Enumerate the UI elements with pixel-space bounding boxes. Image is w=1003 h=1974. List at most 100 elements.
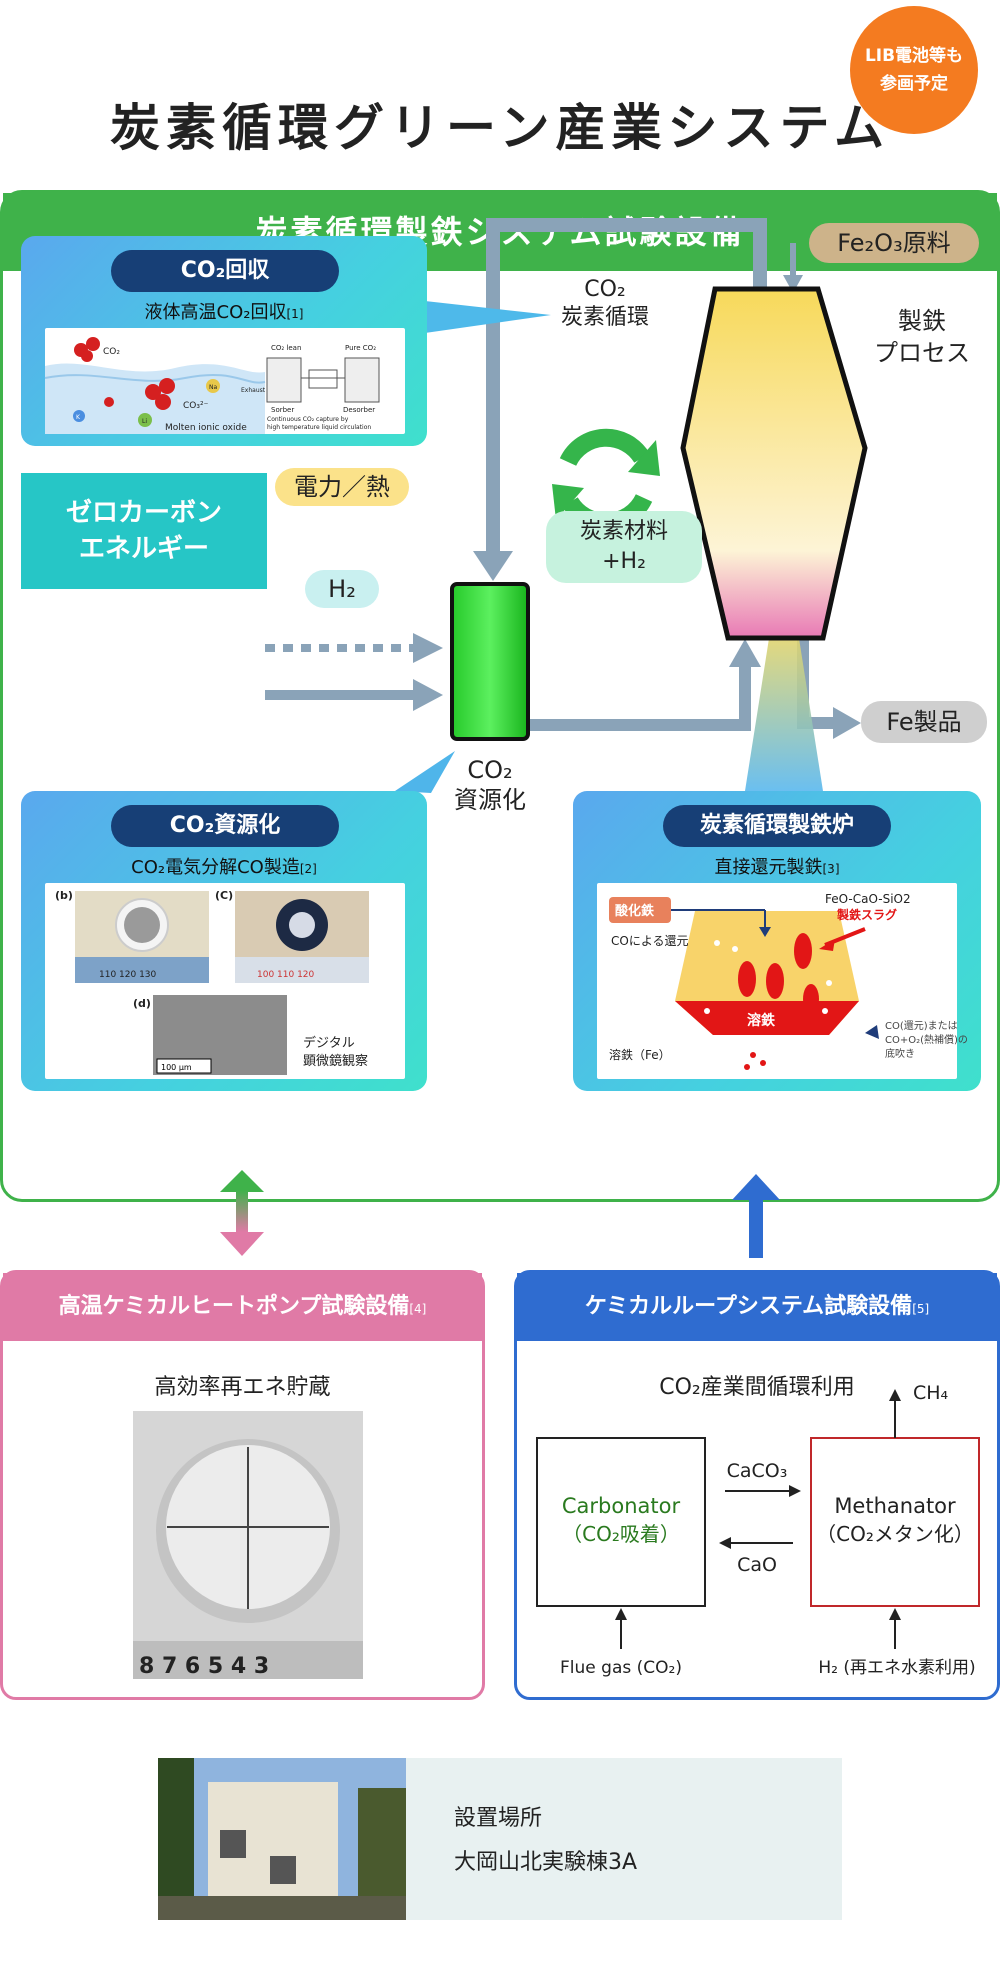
bottom-blow-line1: CO(還元)または [885, 1020, 958, 1032]
ironmaking-process-label: 製鉄 プロセス [867, 305, 977, 369]
chemical-loop-diagram: Carbonator （CO₂吸着） Methanator （CO₂メタン化） … [536, 1382, 980, 1678]
photo-d-label: (d) [133, 997, 151, 1010]
k-ion-label: K [76, 414, 81, 421]
molten-oxide-figure: CO₂ CO₃²⁻ Na Li K CO₂ lean Pure CO₂ Exha… [44, 337, 380, 434]
heat-pump-link-arrow [220, 1170, 264, 1256]
heat-pump-header: 高温ケミカルヒートポンプ試験設備 [58, 1294, 410, 1319]
ironmaking-line2: プロセス [874, 339, 970, 367]
co2-capture-subtitle: 液体高温CO₂回収 [144, 302, 287, 323]
co2-lean-label: CO₂ lean [271, 344, 301, 352]
co2-resource-line2: 資源化 [454, 786, 526, 814]
h2-input-label: H₂ (再エネ水素利用) [818, 1658, 975, 1678]
building-figure [158, 1758, 406, 1920]
zero-carbon-line1: ゼロカーボン [65, 498, 222, 528]
na-ion-label: Na [209, 384, 217, 391]
chemical-loop-box: ケミカルループシステム試験設備[5] CO₂産業間循環利用 Carbonator… [514, 1270, 1000, 1700]
methanator-sublabel: （CO₂メタン化） [816, 1522, 974, 1546]
methanator-label: Methanator [834, 1494, 956, 1518]
smelting-furnace-ref: [3] [822, 862, 840, 876]
co2-reactor [450, 582, 530, 741]
zero-carbon-line2: エネルギー [78, 534, 209, 564]
co2-resource-line1: CO₂ [467, 756, 513, 784]
ironmaking-line1: 製鉄 [898, 307, 946, 335]
co2-cycle-line1: CO₂ [584, 277, 626, 302]
cao-label: CaO [737, 1554, 777, 1576]
molten-iron-fe-label: 溶鉄（Fe） [609, 1047, 671, 1062]
co2-resource-label: CO₂ 資源化 [433, 755, 547, 815]
carbonator-label: Carbonator [562, 1494, 681, 1518]
heat-storage-sample-photo: 8 7 6 5 4 3 [133, 1411, 363, 1679]
main-system-box: 炭素循環製鉄システム試験設備 [0, 190, 1000, 1202]
electrolysis-sample-photos: 110 120 130 100 110 120 100 µm (b) (C) (… [45, 883, 405, 1079]
photo-c-label: (C) [215, 889, 233, 902]
recycle-arrows-icon [552, 428, 660, 532]
carbon-material-line2: +H₂ [602, 549, 646, 574]
heat-pump-ref: [4] [409, 1302, 427, 1316]
direct-reduction-figure: 酸化鉄 COによる還元 FeO-CaO-SiO2 製鉄スラグ 溶鉄 溶鉄（Fe）… [609, 892, 968, 1070]
iron-oxide-label: 酸化鉄 [615, 903, 654, 919]
direct-reduction-illustration: 酸化鉄 COによる還元 FeO-CaO-SiO2 製鉄スラグ 溶鉄 溶鉄（Fe）… [597, 883, 968, 1079]
scale-b-label: 110 120 130 [99, 970, 157, 980]
li-ion-label: Li [142, 418, 147, 425]
ruler-scale-label: 8 7 6 5 4 3 [139, 1654, 269, 1679]
molten-ionic-oxide-label: Molten ionic oxide [165, 423, 247, 433]
capture-caption-line2: high temperature liquid circulation [267, 424, 371, 431]
co2-resource-panel: CO₂資源化 CO₂電気分解CO製造[2] 110 120 130 100 11… [21, 791, 427, 1091]
section-connectors [220, 1170, 780, 1258]
sample-photo-grid: 110 120 130 100 110 120 100 µm (b) (C) (… [55, 889, 369, 1075]
iron-furnace-shape [680, 286, 868, 641]
carbonator-sublabel: （CO₂吸着） [562, 1522, 680, 1546]
co2-capture-illustration: CO₂ CO₃²⁻ Na Li K CO₂ lean Pure CO₂ Exha… [44, 328, 405, 434]
badge-line2: 参画予定 [880, 74, 948, 94]
power-heat-tag: 電力／熱 [275, 468, 409, 506]
location-card: 設置場所 大岡山北実験棟3A [158, 1758, 842, 1920]
location-name: 大岡山北実験棟3A [454, 1850, 638, 1875]
ch4-label: CH₄ [913, 1382, 949, 1404]
flue-gas-label: Flue gas (CO₂) [560, 1658, 682, 1678]
co2-resource-pill: CO₂資源化 [111, 805, 339, 847]
zero-carbon-energy-box: ゼロカーボン エネルギー [21, 473, 267, 589]
building-photo [158, 1758, 406, 1920]
page-title: 炭素循環グリーン産業システム [110, 99, 890, 157]
desorber-label: Desorber [343, 406, 375, 414]
bottom-blow-line2: CO+O₂(熱補償)の [885, 1033, 968, 1046]
carbon-material-arrow [525, 665, 751, 731]
sorber-label: Sorber [271, 406, 294, 414]
scale-c-label: 100 110 120 [257, 970, 315, 980]
molten-iron-center-label: 溶鉄 [747, 1012, 776, 1029]
chemical-loop-ref: [5] [912, 1302, 930, 1316]
co2-resource-subtitle: CO₂電気分解CO製造 [131, 857, 300, 878]
co2-capture-ref: [1] [286, 307, 304, 321]
honeycomb-sample-figure: 8 7 6 5 4 3 [133, 1439, 363, 1679]
co2-capture-panel: CO₂回収 液体高温CO₂回収[1] CO₂ CO₃²⁻ Na Li K CO₂… [21, 236, 427, 446]
digital-microscope-line2: 顕微鏡観察 [303, 1054, 368, 1069]
co2-cycle-label: CO₂ 炭素循環 [535, 276, 675, 332]
fe-product-tag: Fe製品 [861, 701, 987, 743]
fe2o3-raw-material-tag: Fe₂O₃原料 [809, 223, 979, 263]
co2-return-arrow [486, 218, 767, 553]
smelting-furnace-subtitle: 直接還元製鉄 [714, 857, 823, 878]
capture-caption-line1: Continuous CO₂ capture by [267, 416, 349, 423]
photo-b-label: (b) [55, 889, 73, 902]
location-label: 設置場所 [454, 1806, 543, 1831]
bottom-blow-line3: 底吹き [885, 1047, 915, 1060]
co-reduction-label: COによる還元 [611, 934, 688, 948]
chemical-loop-subtitle: CO₂産業間循環利用 [659, 1375, 855, 1400]
caco3-label: CaCO₃ [727, 1460, 788, 1482]
slag-label: 製鉄スラグ [836, 907, 897, 922]
co3-ion-label: CO₃²⁻ [183, 401, 209, 411]
co2-molecule-label: CO₂ [103, 347, 120, 357]
process-flow-diagram [265, 218, 868, 793]
pure-co2-label: Pure CO₂ [345, 344, 376, 352]
exhaust-label: Exhaust [241, 387, 266, 394]
heat-pump-subtitle: 高効率再エネ貯蔵 [154, 1375, 331, 1400]
participation-badge: LIB電池等も 参画予定 [850, 6, 978, 134]
chemical-loop-link-arrow [732, 1174, 780, 1258]
co2-capture-pill: CO₂回収 [111, 250, 339, 292]
carbon-material-line1: 炭素材料 [579, 519, 668, 544]
carbon-material-tag: 炭素材料 +H₂ [546, 511, 702, 583]
heat-pump-box: 高温ケミカルヒートポンプ試験設備[4] 高効率再エネ貯蔵 8 7 6 5 4 3 [0, 1270, 485, 1700]
co2-cycle-line2: 炭素循環 [560, 305, 649, 330]
smelting-furnace-panel: 炭素循環製鉄炉 直接還元製鉄[3] 酸化鉄 [573, 791, 981, 1091]
carbonator-box [536, 1437, 706, 1607]
